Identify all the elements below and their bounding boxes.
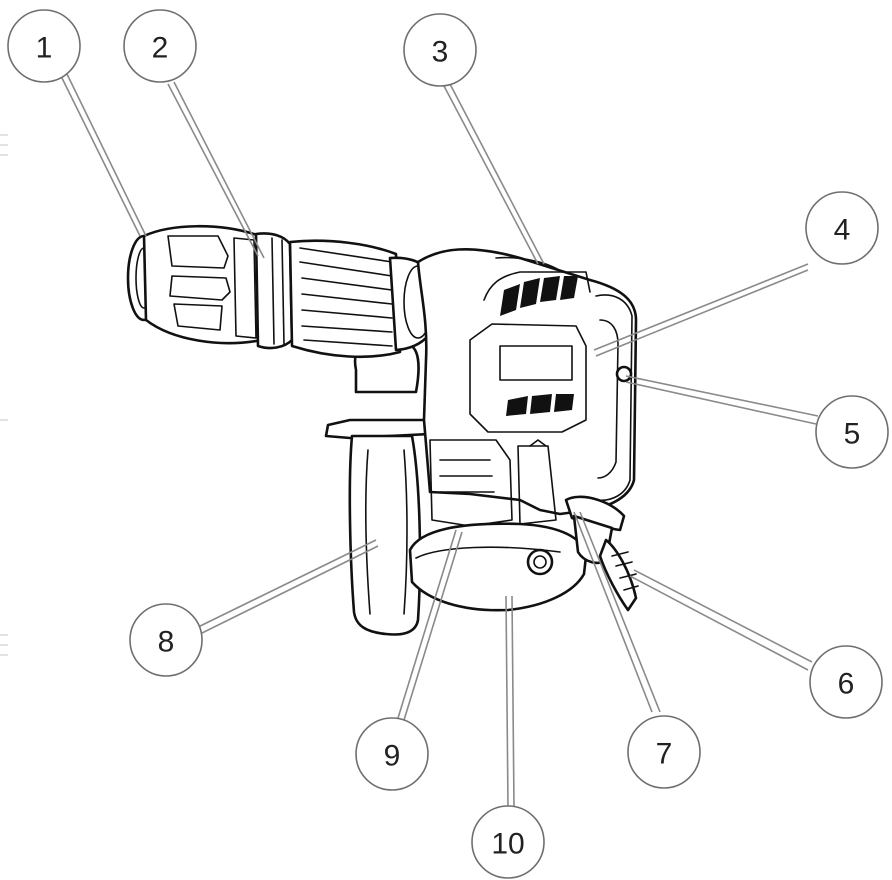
- callout-number-7: 7: [656, 738, 673, 771]
- leader-3: [443, 85, 539, 265]
- callout-6: 6: [809, 645, 883, 719]
- callout-number-2: 2: [152, 32, 169, 65]
- leader-10: [505, 595, 509, 809]
- leader-5: [625, 375, 819, 417]
- leader-7: [573, 511, 653, 713]
- leader-6: [633, 569, 813, 663]
- leader-2b: [173, 81, 265, 259]
- leader-lines: [59, 71, 819, 809]
- leader-4b: [595, 269, 809, 357]
- locking-collar: [254, 232, 294, 350]
- barrel: [288, 239, 442, 359]
- callout-number-1: 1: [36, 32, 53, 65]
- callout-number-4: 4: [834, 214, 851, 247]
- leader-1: [59, 73, 141, 237]
- callout-number-5: 5: [844, 418, 861, 451]
- callout-8: 8: [129, 603, 203, 677]
- leader-3b: [449, 83, 545, 265]
- callouts: 1 2 3 4 5 6 7 8: [7, 9, 889, 879]
- leader-8b: [195, 545, 379, 637]
- leader-7b: [579, 511, 661, 713]
- leader-10b: [511, 595, 515, 809]
- tool-drawing: [126, 224, 639, 636]
- leader-9: [397, 529, 457, 719]
- tool-holder-sleeve: [126, 224, 264, 345]
- callout-number-3: 3: [432, 36, 449, 69]
- callout-9: 9: [355, 717, 429, 791]
- callout-4: 4: [805, 191, 879, 265]
- leader-8: [191, 539, 377, 631]
- callout-number-8: 8: [158, 626, 175, 659]
- margin-marks: [0, 134, 8, 656]
- leader-5b: [625, 381, 817, 425]
- callout-1: 1: [7, 9, 81, 83]
- callout-10: 10: [471, 805, 545, 879]
- cable-guard-and-cable: [564, 495, 639, 612]
- callout-number-10: 10: [491, 828, 524, 861]
- callout-number-6: 6: [838, 668, 855, 701]
- callout-number-9: 9: [384, 740, 401, 773]
- leader-6b: [629, 575, 809, 671]
- main-housing: [416, 248, 638, 527]
- callout-7: 7: [627, 715, 701, 789]
- leader-4: [593, 263, 809, 351]
- leader-9b: [403, 531, 463, 721]
- callout-3: 3: [403, 13, 477, 87]
- leader-2: [167, 83, 259, 257]
- callout-5: 5: [815, 395, 889, 469]
- leader-1b: [65, 71, 147, 237]
- callout-2: 2: [123, 9, 197, 83]
- motor-base: [408, 522, 588, 612]
